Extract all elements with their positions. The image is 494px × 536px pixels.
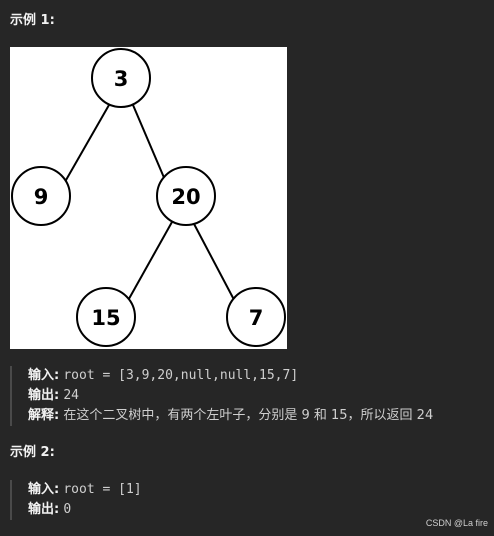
example-2-input-line: 输入: root = [1] [28,480,328,500]
example-1-output-line: 输出: 24 [28,386,494,406]
output-label: 输出: [28,388,60,403]
input-value: root = [1] [63,482,142,497]
example-1-input-line: 输入: root = [3,9,20,null,null,15,7] [28,366,494,386]
csdn-watermark: CSDN @La fire [425,518,488,528]
node-circle-7 [226,287,286,347]
edge-20-15 [120,221,173,314]
explain-label: 解释: [28,408,60,423]
node-label-3: 3 [114,67,129,91]
example-1-block: 输入: root = [3,9,20,null,null,15,7] 输出: 2… [10,366,494,426]
example-2-block: 输入: root = [1] 输出: 0 [10,480,328,520]
input-label: 输入: [28,482,60,497]
node-label-9: 9 [34,185,49,209]
input-value: root = [3,9,20,null,null,15,7] [63,368,299,383]
input-label: 输入: [28,368,60,383]
example-2-heading: 示例 2: [10,445,55,460]
output-label: 输出: [28,502,60,517]
edge-3-9 [57,104,110,195]
node-circle-9 [11,166,71,226]
node-label-7: 7 [249,306,264,330]
output-value: 24 [63,388,79,403]
example-1-explain-line: 解释: 在这个二叉树中，有两个左叶子，分别是 9 和 15，所以返回 24 [28,406,494,426]
example-1-heading: 示例 1: [10,13,55,28]
binary-tree-diagram: 3 9 20 15 7 [10,47,287,349]
explain-text: 在这个二叉树中，有两个左叶子，分别是 9 和 15，所以返回 24 [63,408,434,423]
node-circle-20 [156,166,216,226]
node-circle-3 [91,48,151,108]
node-circle-15 [76,287,136,347]
binary-tree-svg: 3 9 20 15 7 [11,48,286,347]
output-value: 0 [63,502,72,517]
node-label-15: 15 [91,306,120,330]
node-label-20: 20 [171,185,200,209]
example-2-output-line: 输出: 0 [28,500,328,520]
